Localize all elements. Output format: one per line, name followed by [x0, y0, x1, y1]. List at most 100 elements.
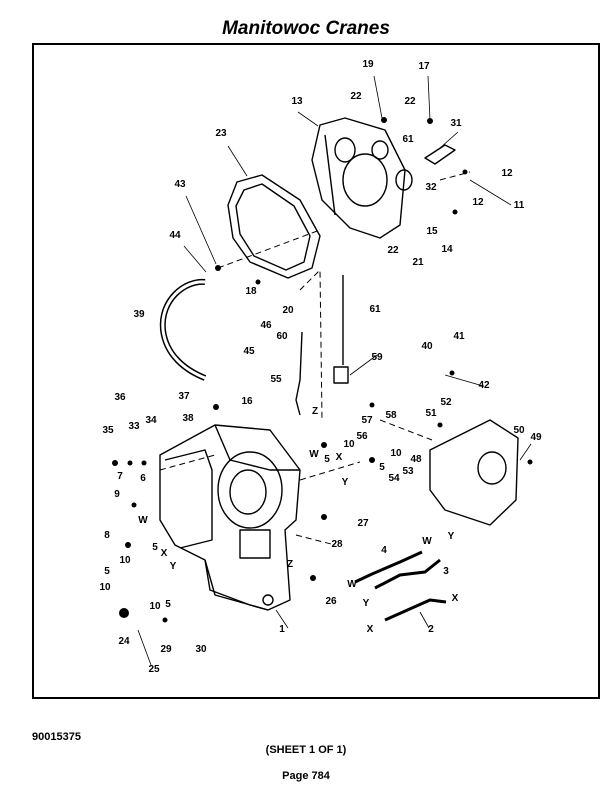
- part-callout-c23: 23: [215, 128, 227, 139]
- part-callout-c3: 3: [443, 566, 449, 577]
- cover-plate: [429, 419, 519, 526]
- part-callout-c7: 7: [117, 471, 123, 482]
- connection-label-lx3: X: [452, 593, 459, 604]
- part-callout-c21: 21: [412, 257, 424, 268]
- part-callout-c50: 50: [513, 425, 525, 436]
- transmission-housing: [159, 424, 301, 611]
- part-callout-c14: 14: [441, 244, 453, 255]
- part-callout-c10a: 10: [119, 555, 131, 566]
- part-callout-c44: 44: [169, 230, 181, 241]
- document-number: 90015375: [32, 731, 81, 743]
- connection-label-lz1: Z: [312, 406, 318, 417]
- part-callout-c40: 40: [421, 341, 433, 352]
- part-callout-c48: 48: [410, 454, 422, 465]
- part-callout-c26: 26: [325, 596, 337, 607]
- part-callout-c4: 4: [381, 545, 387, 556]
- part-callout-c49: 49: [530, 432, 542, 443]
- hose-2: [384, 598, 447, 622]
- page-number: Page 784: [282, 770, 330, 782]
- page-title: Manitowoc Cranes: [222, 18, 390, 39]
- diagram-frame: [32, 43, 600, 699]
- part-callout-c5a: 5: [104, 566, 110, 577]
- part-callout-c22b: 22: [404, 96, 416, 107]
- part-callout-c12b: 12: [472, 197, 484, 208]
- connection-label-lx1: X: [161, 548, 168, 559]
- part-callout-c42: 42: [478, 380, 490, 391]
- part-callout-c56: 56: [356, 431, 368, 442]
- part-callout-c33: 33: [128, 421, 140, 432]
- seal: [395, 169, 413, 191]
- part-callout-c15: 15: [426, 226, 438, 237]
- hose-4: [354, 550, 423, 584]
- connection-label-ly3: Y: [448, 531, 455, 542]
- part-callout-c11: 11: [514, 200, 525, 211]
- part-callout-c8: 8: [104, 530, 110, 541]
- part-callout-c52: 52: [440, 397, 452, 408]
- part-callout-c27: 27: [357, 518, 369, 529]
- connection-label-lw4: W: [347, 579, 357, 590]
- part-callout-c10c: 10: [149, 601, 161, 612]
- part-callout-c5d: 5: [324, 454, 330, 465]
- part-callout-c59: 59: [371, 352, 383, 363]
- hose-3: [374, 558, 441, 590]
- part-callout-c38: 38: [182, 413, 194, 424]
- part-callout-c61b: 61: [369, 304, 381, 315]
- part-callout-c45: 45: [243, 346, 255, 357]
- part-callout-c29: 29: [160, 644, 172, 655]
- connection-label-lw2: W: [309, 449, 319, 460]
- part-callout-c10b: 10: [99, 582, 111, 593]
- part-callout-c19: 19: [362, 59, 374, 70]
- part-callout-c5b: 5: [152, 542, 158, 553]
- part-callout-c60: 60: [276, 331, 288, 342]
- part-callout-c43: 43: [174, 179, 186, 190]
- part-callout-c28: 28: [331, 539, 343, 550]
- part-callout-c22c: 22: [387, 245, 399, 256]
- connection-label-ly4: Y: [363, 598, 370, 609]
- connection-label-ly2: Y: [342, 477, 349, 488]
- part-callout-c41: 41: [453, 331, 465, 342]
- part-callout-c30: 30: [195, 644, 207, 655]
- part-callout-c1: 1: [279, 624, 285, 635]
- part-callout-c39: 39: [133, 309, 145, 320]
- part-callout-c2: 2: [428, 624, 434, 635]
- part-callout-c51: 51: [425, 408, 437, 419]
- part-callout-c6: 6: [140, 473, 146, 484]
- part-callout-c32: 32: [425, 182, 437, 193]
- rear-cover: [311, 117, 406, 239]
- part-callout-c53: 53: [402, 466, 414, 477]
- sight-glass: [333, 366, 349, 384]
- part-callout-c24: 24: [118, 636, 130, 647]
- part-callout-c31: 31: [450, 118, 462, 129]
- part-callout-c37: 37: [178, 391, 190, 402]
- part-callout-c34: 34: [145, 415, 157, 426]
- part-callout-c58: 58: [385, 410, 397, 421]
- connection-label-lw3: W: [422, 536, 432, 547]
- part-callout-c5c: 5: [165, 599, 171, 610]
- sheet-indicator: (SHEET 1 OF 1): [265, 744, 347, 756]
- part-callout-c5e: 5: [379, 462, 385, 473]
- part-callout-c36: 36: [114, 392, 126, 403]
- part-callout-c61a: 61: [402, 134, 414, 145]
- part-callout-c12a: 12: [501, 168, 513, 179]
- part-callout-c16: 16: [241, 396, 253, 407]
- part-callout-c54: 54: [388, 473, 400, 484]
- part-callout-c13: 13: [291, 96, 303, 107]
- yoke: [424, 144, 456, 165]
- gasket: [227, 174, 321, 279]
- part-callout-c46: 46: [260, 320, 272, 331]
- connection-label-lw1: W: [138, 515, 148, 526]
- part-callout-c25: 25: [148, 664, 160, 675]
- part-callout-c20: 20: [282, 305, 294, 316]
- part-callout-c17: 17: [418, 61, 430, 72]
- breather-tube: [159, 278, 207, 381]
- connection-label-lz2: Z: [287, 559, 293, 570]
- part-callout-c10e: 10: [390, 448, 402, 459]
- part-callout-c57: 57: [361, 415, 373, 426]
- part-callout-c9: 9: [114, 489, 120, 500]
- connection-label-lx2: X: [336, 452, 343, 463]
- dipstick-tube: [295, 331, 303, 416]
- part-callout-c55: 55: [270, 374, 282, 385]
- part-callout-c22a: 22: [350, 91, 362, 102]
